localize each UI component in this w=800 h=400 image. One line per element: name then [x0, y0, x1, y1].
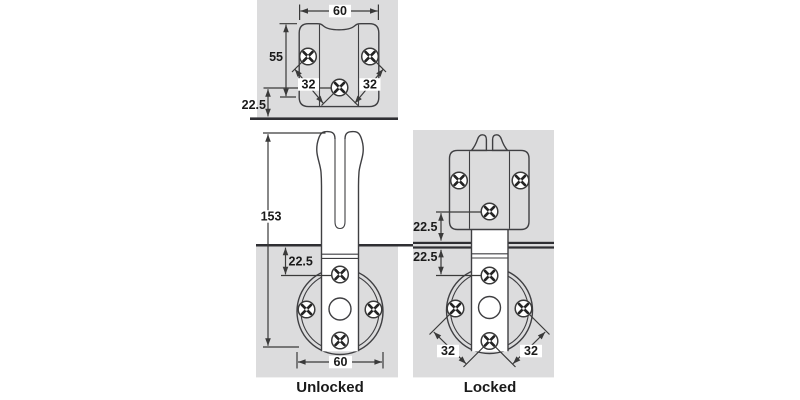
extension-ticks — [429, 311, 487, 368]
panel-bottom-edge — [250, 117, 398, 120]
dim-total-height: 153 — [257, 132, 326, 348]
fork-outline — [316, 130, 364, 352]
label-backing — [359, 78, 381, 91]
stem-flange-lines — [322, 253, 358, 259]
screw-icon — [513, 298, 534, 319]
panel-edge-connector — [398, 244, 413, 247]
dim-label-22-5: 22.5 — [289, 255, 313, 269]
stem-fill — [471, 229, 508, 352]
screw-icon — [479, 331, 500, 351]
dim-hole-spacing-right: 32 — [343, 60, 387, 106]
dim-label-153: 153 — [261, 210, 282, 224]
top-view: 60 55 22.5 32 32 — [242, 0, 398, 120]
screw-icon — [510, 170, 531, 191]
stem-edges — [470, 229, 509, 352]
screw-icon — [445, 298, 466, 319]
center-hole — [477, 295, 502, 320]
dim-label-22-5: 22.5 — [242, 98, 266, 112]
dim-plate-height: 55 — [269, 23, 297, 98]
dim-edge-distance-lower: 22.5 — [413, 249, 485, 277]
dim-label-60: 60 — [333, 4, 347, 18]
label-backing — [520, 344, 542, 358]
screw-icon — [479, 265, 500, 286]
dim-edge-distance-upper: 22.5 — [413, 211, 485, 241]
dim-label-32-left: 32 — [441, 344, 455, 358]
fork-tip-left — [469, 134, 488, 152]
fork-tip-right — [491, 134, 510, 152]
label-backing — [437, 344, 459, 358]
dim-label-32-right: 32 — [363, 78, 377, 92]
extension-lines — [296, 352, 384, 369]
screw-icon — [330, 330, 350, 351]
screw-icon — [329, 77, 350, 98]
extension-lines — [299, 4, 379, 20]
label-backing — [329, 355, 352, 369]
screw-icon — [360, 46, 380, 67]
center-hole — [328, 297, 352, 321]
stem-flange-lines — [472, 253, 508, 259]
dim-edge-distance-unlocked: 22.5 — [281, 247, 338, 277]
screw-icon — [298, 46, 318, 67]
label-backing — [329, 4, 351, 18]
unlocked-view: 153 22.5 60 Unlocked — [256, 130, 413, 396]
screw-icon — [296, 299, 317, 320]
screw-icon — [363, 299, 384, 320]
dim-label-55: 55 — [269, 50, 283, 64]
label-backing — [257, 210, 285, 223]
extension-ticks — [492, 311, 550, 368]
screw-icon — [449, 170, 469, 191]
dim-top-width: 60 — [299, 4, 379, 20]
dim-label-22-5-upper: 22.5 — [413, 220, 437, 234]
mounting-plate — [448, 149, 530, 231]
extension-lines — [263, 132, 326, 348]
extension-lines — [279, 23, 297, 98]
locked-view: 22.5 22.5 32 32 Locked — [413, 130, 554, 396]
screw-icon — [330, 264, 350, 285]
plate-channel-lines — [468, 151, 511, 229]
fork-body-fill — [316, 131, 364, 200]
dim-hole-spacing-left: 32 — [429, 311, 487, 368]
dim-label-32-right: 32 — [524, 344, 538, 358]
dim-base-width: 60 — [296, 352, 384, 369]
caption-locked: Locked — [464, 379, 517, 396]
dim-hole-spacing-right: 32 — [492, 311, 550, 368]
screw-icon — [479, 201, 500, 222]
dim-label-32-left: 32 — [302, 78, 316, 92]
label-backing — [298, 78, 319, 91]
fork-slot — [334, 139, 346, 230]
dim-label-60: 60 — [334, 355, 348, 369]
dim-label-22-5-lower: 22.5 — [413, 250, 437, 264]
caption-unlocked: Unlocked — [296, 379, 364, 396]
